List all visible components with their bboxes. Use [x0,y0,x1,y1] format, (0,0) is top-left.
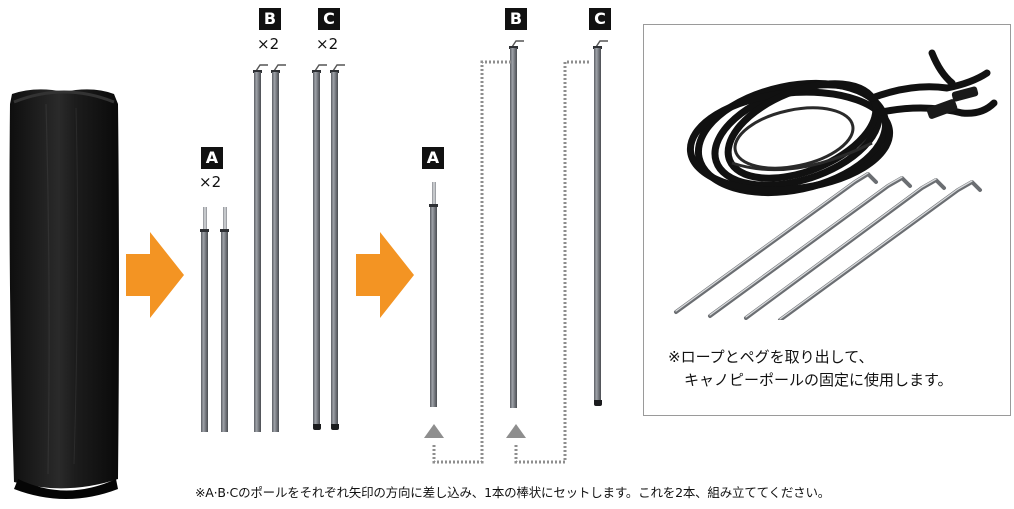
quantity-c: ×2 [316,35,339,53]
panel-note-line-2: キャノピーポールの固定に使用します。 [684,371,953,389]
footer-note: ※A·B·Cのポールをそれぞれ矢印の方向に差し込み、1本の棒状にセットします。こ… [195,485,831,500]
label-b-tag-assembly: B [505,8,527,30]
label-a-tag: A [201,147,223,169]
right-arrow-icon [126,232,184,318]
label-a-tag-assembly: A [422,147,444,169]
pegs-image [674,172,982,320]
quantity-b: ×2 [257,35,280,53]
label-c-tag-assembly: C [589,8,611,30]
rope-and-pegs-panel: ※ロープとペグを取り出して、 キャノピーポールの固定に使用します。 [643,24,1011,416]
quantity-a: ×2 [199,173,222,191]
label-b-tag: B [259,8,281,30]
right-arrow-icon [356,232,414,318]
storage-bag-image [9,89,119,499]
rope-image [686,49,998,197]
up-arrow-icon [424,424,444,438]
up-arrow-icon [506,424,526,438]
assembly-guide-lines [432,60,590,464]
panel-note-line-1: ※ロープとペグを取り出して、 [668,348,874,366]
label-c-tag: C [318,8,340,30]
